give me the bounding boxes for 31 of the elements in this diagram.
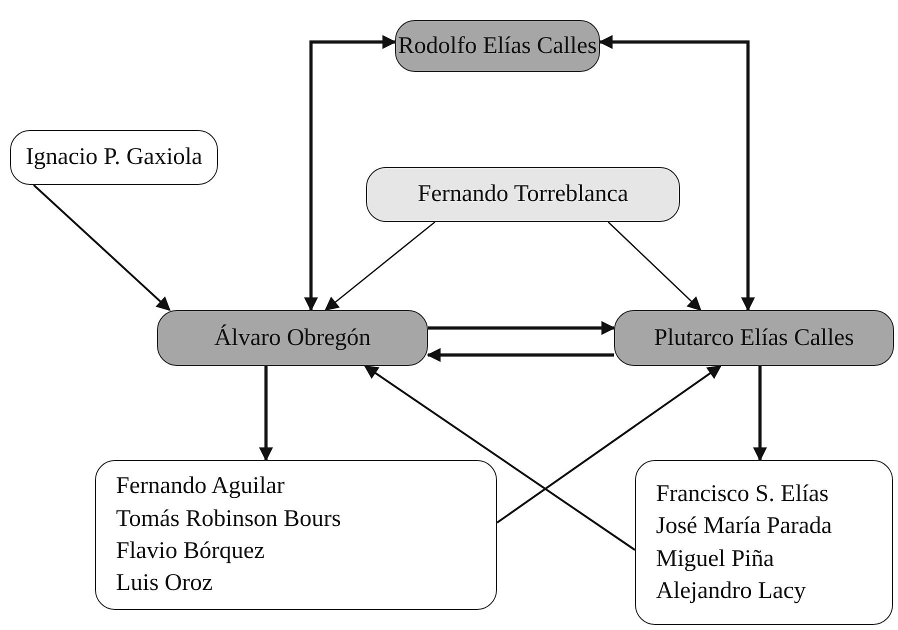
person-name: Luis Oroz: [116, 569, 213, 598]
person-name: Fernando Aguilar: [116, 472, 285, 502]
arrow: [598, 35, 755, 312]
person-name: Alejandro Lacy: [656, 576, 806, 606]
arrow: [259, 366, 273, 462]
person-name: Flavio Bórquez: [116, 537, 265, 566]
name-list-box: [95, 460, 497, 610]
name-box: [10, 130, 218, 185]
person-name: Francisco S. Elías: [656, 480, 829, 509]
name-box: [614, 310, 894, 366]
arrow: [426, 348, 614, 362]
person-name: Plutarco Elías Calles: [654, 324, 854, 353]
arrow: [428, 321, 616, 335]
arrow: [324, 221, 436, 311]
name-box: [366, 167, 680, 222]
arrow: [608, 222, 702, 311]
person-name: Tomás Robinson Bours: [116, 504, 341, 534]
person-name: Miguel Piña: [656, 544, 774, 574]
person-name: José María Parada: [656, 512, 832, 542]
arrow: [364, 365, 636, 551]
person-name: Ignacio P. Gaxiola: [26, 143, 202, 172]
arrow: [33, 184, 171, 311]
person-name: Fernando Torreblanca: [418, 180, 628, 210]
arrow: [304, 35, 396, 312]
name-list-box: [635, 460, 893, 625]
person-name: Álvaro Obregón: [214, 323, 371, 353]
name-box: [395, 20, 600, 72]
arrow: [496, 365, 722, 524]
person-name: Rodolfo Elías Calles: [398, 32, 597, 61]
name-box: [157, 310, 428, 366]
arrow: [753, 366, 767, 462]
